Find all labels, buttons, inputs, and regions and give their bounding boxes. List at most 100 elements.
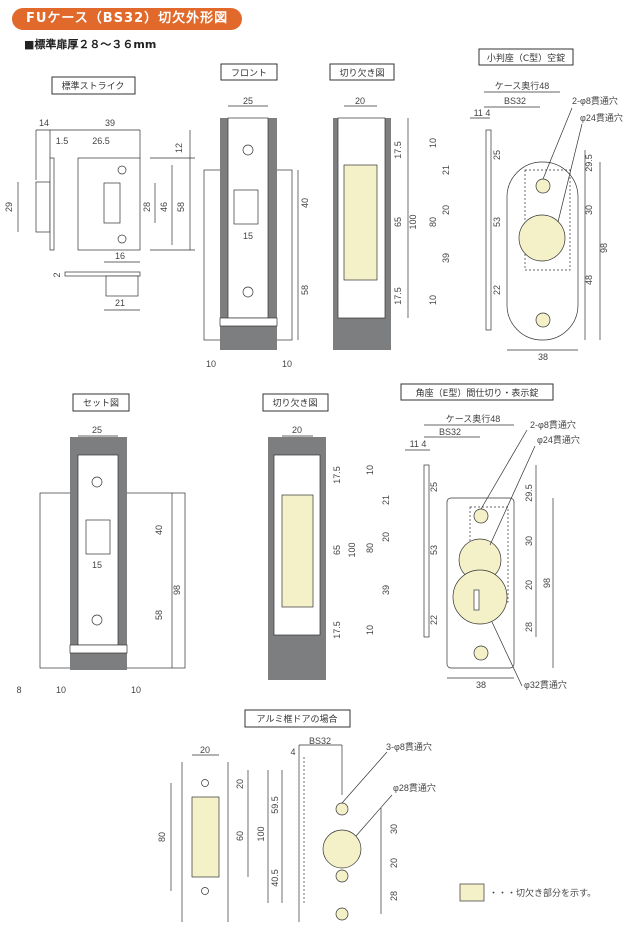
hole-large-label: φ24貫通穴 bbox=[580, 112, 623, 123]
door-thickness-note: ■標準扉厚２８～３６mm bbox=[24, 38, 157, 51]
dim-label: 40 bbox=[300, 198, 310, 208]
legend: ・・・切欠き部分を示す。 bbox=[459, 883, 596, 902]
backset-label: BS32 bbox=[309, 736, 331, 746]
dim-label: 80 bbox=[365, 543, 375, 553]
strike-view: 標準ストライク 14 1.5 39 26.5 12 29 28 46 58 16… bbox=[4, 76, 195, 311]
cutout-label: 切り欠き図 bbox=[272, 397, 317, 409]
dim-label: 39 bbox=[381, 585, 391, 595]
dim-label: 16 bbox=[115, 251, 125, 261]
hole-mid-label: φ24貫通穴 bbox=[537, 434, 580, 445]
dim-label: 80 bbox=[428, 217, 438, 227]
dim-label: 65 bbox=[332, 545, 342, 555]
cutout-view-1: 切り欠き図 20 17.5 65 100 17.5 10 21 80 20 39… bbox=[329, 63, 451, 350]
dim-label: 39 bbox=[441, 253, 451, 263]
dim-label: 30 bbox=[584, 205, 594, 215]
case-depth-label: ケース奥行48 bbox=[495, 80, 550, 91]
front-label: フロント bbox=[231, 69, 267, 79]
legend-text: ・・・切欠き部分を示す。 bbox=[489, 887, 596, 898]
cutout-area bbox=[281, 494, 314, 608]
page-title: FUケース（BS32）切欠外形図 bbox=[12, 8, 243, 30]
legend-swatch bbox=[459, 883, 485, 902]
dim-label: 60 bbox=[235, 831, 245, 841]
dim-label: 20 bbox=[200, 745, 210, 755]
dim-label: 17.5 bbox=[332, 466, 342, 484]
dim-label: 58 bbox=[300, 285, 310, 295]
set-label: セット図 bbox=[83, 398, 119, 409]
offset-label: 11 4 bbox=[474, 108, 491, 118]
latch-bolt bbox=[233, 189, 259, 225]
c-type-view: 小判座（C型）空錠 ケース奥行48 BS32 11 4 2-φ8貫通穴 φ24貫… bbox=[470, 48, 623, 362]
dim-label: 10 bbox=[56, 685, 66, 695]
dim-label: 8 bbox=[16, 685, 21, 695]
hole-small-label: 2-φ8貫通穴 bbox=[530, 419, 576, 430]
dim-label: 98 bbox=[542, 578, 552, 588]
dim-label: 58 bbox=[154, 610, 164, 620]
dim-label: 10 bbox=[282, 359, 292, 369]
hole-small-label: 3-φ8貫通穴 bbox=[386, 741, 432, 752]
cutout-view-2: 切り欠き図 20 17.5 65 100 17.5 10 21 80 20 39… bbox=[262, 393, 391, 680]
hole-large-label: φ32貫通穴 bbox=[524, 679, 567, 690]
dim-label: 20 bbox=[381, 532, 391, 542]
dim-label: 10 bbox=[428, 295, 438, 305]
dim-label: 26.5 bbox=[92, 136, 110, 146]
c-type-label: 小判座（C型）空錠 bbox=[487, 52, 565, 64]
dim-label: 25 bbox=[243, 96, 253, 106]
dim-label: 29.5 bbox=[584, 154, 594, 172]
dim-label: 10 bbox=[206, 359, 216, 369]
dim-label: 38 bbox=[538, 352, 548, 362]
dim-label: 58 bbox=[176, 202, 186, 212]
dim-label: 21 bbox=[115, 298, 125, 308]
dim-label: 20 bbox=[235, 779, 245, 789]
dim-label: 22 bbox=[429, 615, 439, 625]
backset-label: BS32 bbox=[504, 96, 526, 106]
dim-label: 17.5 bbox=[393, 287, 403, 305]
dim-label: 17.5 bbox=[332, 621, 342, 639]
case-depth-label: ケース奥行48 bbox=[446, 413, 501, 424]
dim-label: 98 bbox=[599, 243, 609, 253]
dim-label: 10 bbox=[365, 465, 375, 475]
dim-label: 40 bbox=[154, 525, 164, 535]
cutout-area bbox=[191, 796, 220, 878]
dim-label: 25 bbox=[492, 150, 502, 160]
hole-small-label: 2-φ8貫通穴 bbox=[572, 95, 618, 106]
dim-label: 98 bbox=[172, 585, 182, 595]
dim-label: 80 bbox=[157, 832, 167, 842]
dim-label: 20 bbox=[389, 858, 399, 868]
offset-label: 11 4 bbox=[410, 439, 427, 449]
dim-label: 28 bbox=[389, 891, 399, 901]
dim-label: 4 bbox=[290, 747, 295, 757]
dim-label: 15 bbox=[243, 231, 253, 241]
dim-label: 39 bbox=[105, 118, 115, 128]
dim-label: 46 bbox=[159, 202, 169, 212]
cylinder-hole bbox=[322, 829, 362, 869]
dim-label: 12 bbox=[174, 143, 184, 153]
dim-label: 20 bbox=[441, 205, 451, 215]
dim-label: 53 bbox=[429, 545, 439, 555]
front-view: フロント 25 15 40 58 10 10 bbox=[203, 63, 310, 369]
dim-label: 30 bbox=[389, 824, 399, 834]
dim-label: 20 bbox=[524, 580, 534, 590]
dim-label: 21 bbox=[441, 165, 451, 175]
dim-label: 21 bbox=[381, 495, 391, 505]
strike-label-box bbox=[51, 76, 136, 95]
dim-label: 20 bbox=[292, 425, 302, 435]
dim-label: 53 bbox=[492, 217, 502, 227]
dim-label: 17.5 bbox=[393, 141, 403, 159]
dim-label: 25 bbox=[429, 482, 439, 492]
dim-label: 10 bbox=[131, 685, 141, 695]
dim-label: 10 bbox=[365, 625, 375, 635]
dim-label: 28 bbox=[142, 202, 152, 212]
dim-label: 59.5 bbox=[270, 796, 280, 814]
dim-label: 40.5 bbox=[270, 869, 280, 887]
backset-label: BS32 bbox=[439, 427, 461, 437]
dim-label: 65 bbox=[393, 217, 403, 227]
set-view: セット図 25 15 40 98 58 8 10 10 bbox=[16, 393, 186, 695]
strike-box bbox=[35, 181, 51, 233]
dim-label: 2 bbox=[52, 272, 62, 277]
cutout-label: 切り欠き図 bbox=[339, 67, 384, 79]
dim-label: 30 bbox=[524, 536, 534, 546]
dim-label: 29.5 bbox=[524, 484, 534, 502]
e-type-view: 角座（E型）間仕切り・表示錠 ケース奥行48 BS32 11 4 2-φ8貫通穴… bbox=[400, 383, 580, 690]
dim-label: 100 bbox=[347, 542, 357, 557]
